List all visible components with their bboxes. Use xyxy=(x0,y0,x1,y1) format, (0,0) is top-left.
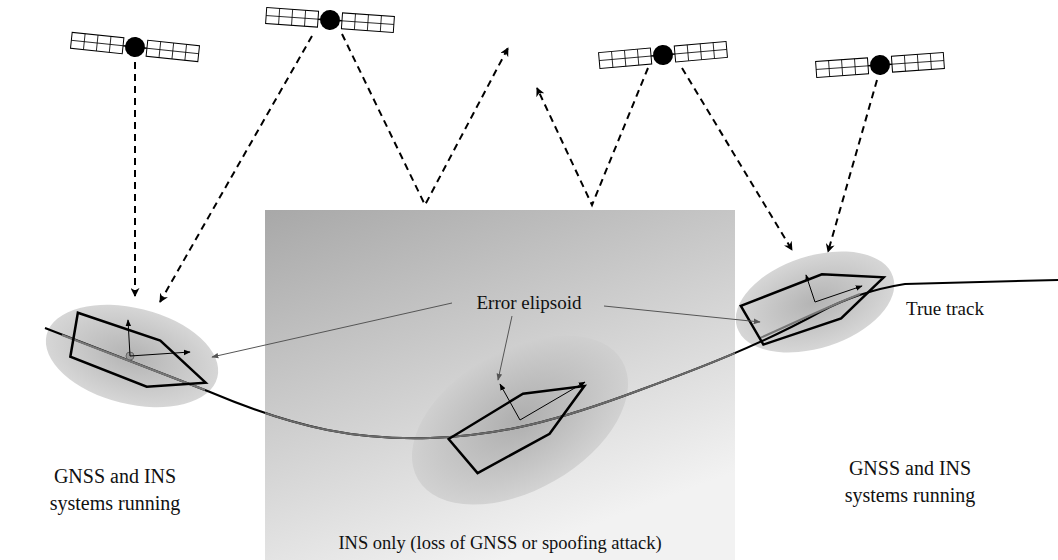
track-line xyxy=(45,280,1058,438)
signal-arrow xyxy=(160,36,312,302)
axis-arrow xyxy=(130,352,190,356)
error-ellipse xyxy=(723,233,907,371)
signal-arrow xyxy=(682,68,792,250)
region-caption: INS only (loss of GNSS or spoofing attac… xyxy=(265,531,735,556)
leader-line xyxy=(604,306,760,322)
vessel-hull xyxy=(448,365,597,479)
signal-arrow xyxy=(134,62,136,296)
error-ellipse xyxy=(35,288,229,424)
leader-lines xyxy=(212,303,760,380)
satellite xyxy=(70,30,199,63)
track-line-ins xyxy=(265,280,735,438)
blocked-signal-arrow xyxy=(537,68,648,205)
callout-label: Error elipsoid xyxy=(444,290,614,316)
ellipse-axes xyxy=(126,275,862,420)
vessels xyxy=(62,255,892,479)
error-ellipse xyxy=(383,300,657,539)
satellite xyxy=(815,51,944,80)
track-label: True track xyxy=(875,296,1015,322)
axis-arrow xyxy=(815,286,862,302)
vessel-hull xyxy=(740,255,892,349)
axis-arrow xyxy=(500,384,520,420)
mode-label: GNSS and INS systems running xyxy=(825,455,995,509)
satellites xyxy=(70,6,944,80)
vessel-hull xyxy=(62,311,214,405)
axis-arrow xyxy=(520,382,585,420)
leader-line xyxy=(498,316,512,380)
ins-only-region xyxy=(265,210,735,560)
satellite xyxy=(598,39,727,70)
true-track xyxy=(45,280,1058,438)
region-panel: INS only (loss of GNSS or spoofing attac… xyxy=(265,210,735,560)
axis-arrow xyxy=(806,275,815,302)
mode-label: GNSS and INS systems running xyxy=(30,463,200,517)
satellite xyxy=(265,6,394,35)
blocked-signal-arrow xyxy=(342,34,508,205)
axis-arrow xyxy=(128,320,130,356)
signal-paths xyxy=(135,34,877,302)
leader-line xyxy=(212,303,452,357)
signal-arrow xyxy=(828,80,877,252)
